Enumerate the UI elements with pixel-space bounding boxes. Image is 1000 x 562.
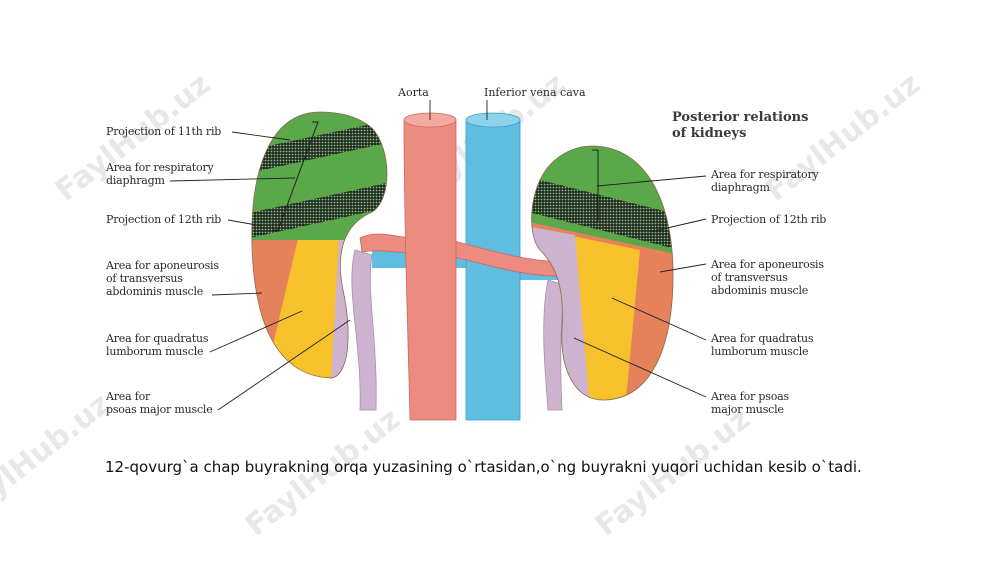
label-right-12th-rib: Projection of 12th rib (711, 213, 827, 226)
label-left-quadratus: Area for quadratus lumborum muscle (106, 332, 209, 358)
left-leader-lines (169, 131, 351, 411)
label-left-psoas: Area for psoas major muscle (106, 390, 213, 416)
right-leader-lines (573, 175, 707, 398)
slide-caption: 12-qovurg`a chap buyrakning orqa yuzasin… (105, 458, 862, 476)
label-right-quadratus: Area for quadratus lumborum muscle (711, 332, 814, 358)
label-right-diaphragm: Area for respiratory diaphragm (711, 168, 819, 194)
aorta (403, 119, 457, 421)
label-left-11th-rib: Projection of 11th rib (106, 125, 222, 138)
label-left-diaphragm: Area for respiratory diaphragm (106, 161, 214, 187)
label-right-psoas: Area for psoas major muscle (711, 390, 789, 416)
diagram-title: Posterior relations of kidneys (672, 110, 809, 141)
left-ureter (351, 249, 377, 411)
label-left-aponeurosis: Area for aponeurosis of transversus abdo… (106, 259, 219, 298)
label-right-aponeurosis: Area for aponeurosis of transversus abdo… (711, 258, 824, 297)
label-inferior-vena-cava: Inferior vena cava (484, 86, 586, 99)
label-left-12th-rib: Projection of 12th rib (106, 213, 222, 226)
label-aorta: Aorta (398, 86, 429, 99)
